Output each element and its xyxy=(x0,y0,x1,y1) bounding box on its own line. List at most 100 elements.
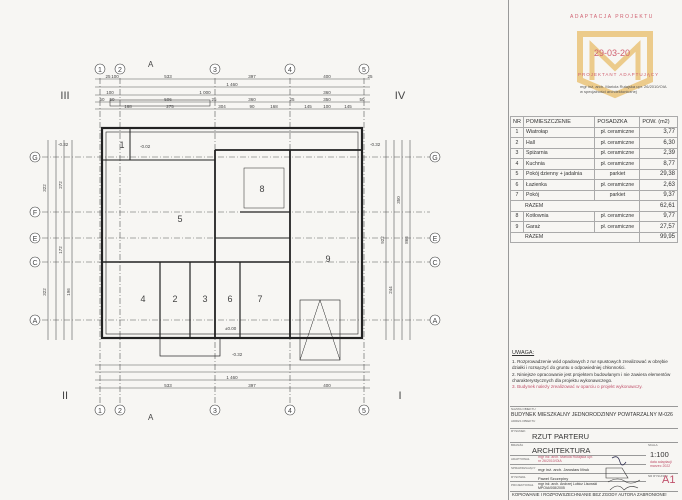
room-nr: 2 xyxy=(510,137,524,149)
room-name: Pokój dzienny + jadalnia xyxy=(522,168,596,180)
label: NAZWA OBIEKTU xyxy=(511,407,536,411)
room-floor: pł. ceramiczne xyxy=(594,210,641,222)
dimension: 50 xyxy=(359,97,365,102)
room-name: Kotłownia xyxy=(522,210,596,222)
table-row-total: RAZEM 99,95 xyxy=(509,231,678,243)
room-area: 9,37 xyxy=(639,189,678,201)
title-block: NAZWA OBIEKTU BUDYNEK MIESZKALNY JEDNORO… xyxy=(510,406,678,498)
adapted-by: mgr inż. arch. Mariola Rutajska upr. nr … xyxy=(538,455,594,463)
room-name: Łazienka xyxy=(522,179,596,191)
axis-label: A xyxy=(33,318,38,325)
axis-label: 4 xyxy=(288,408,292,415)
label: RYSOWAŁ xyxy=(511,475,526,479)
axis-label: 2 xyxy=(118,408,122,415)
side-label: I xyxy=(398,390,401,402)
room-area: 3,77 xyxy=(639,126,678,138)
axis-label: 1 xyxy=(98,408,102,415)
room-number: 8 xyxy=(259,184,264,194)
dimension: 168 xyxy=(124,104,132,109)
axis-label: 4 xyxy=(288,67,292,74)
room-floor: pł. ceramiczne xyxy=(594,137,641,149)
room-area: 2,63 xyxy=(639,179,678,191)
room-nr: 4 xyxy=(510,158,524,170)
dimension: 145 xyxy=(344,104,352,109)
axis-label: E xyxy=(33,236,38,243)
section-mark: A xyxy=(148,413,154,422)
dimension: 350 xyxy=(396,196,401,204)
level-mark: -0.02 xyxy=(140,144,151,149)
room-number: 7 xyxy=(257,294,262,304)
sheet-number: A1 xyxy=(662,474,676,486)
label: BRANŻA xyxy=(511,443,524,447)
room-area: 29,38 xyxy=(639,168,678,180)
dimension: 397 xyxy=(248,383,256,388)
dimension: 25 xyxy=(105,74,111,79)
adaptation-date: marzec 2022 xyxy=(650,464,671,468)
stamp-title: ADAPTACJA PROJEKTU xyxy=(570,14,654,20)
label: SKALA xyxy=(648,443,658,447)
axis-label: C xyxy=(32,260,37,267)
branch: ARCHITEKTURA xyxy=(532,446,591,455)
object-name: BUDYNEK MIESZKALNY JEDNORODZINNY POWTARZ… xyxy=(511,412,673,418)
copyright-footer: KOPIOWANIE I ROZPOWSZECHNIANIE BEZ ZGODY… xyxy=(512,492,667,497)
mh-logo-icon xyxy=(577,31,653,99)
room-number: 4 xyxy=(140,294,145,304)
dimension: 304 xyxy=(218,104,226,109)
checker: mgr inż. arch. Jarosław Mruk xyxy=(538,467,590,472)
level-mark: -0.32 xyxy=(232,352,243,357)
header-cell: NR xyxy=(510,116,524,128)
level-mark: -0.32 xyxy=(370,142,381,147)
floor-plan: 1 2 3 4 5 1 2 3 4 5 G F E C A G E C A II… xyxy=(29,60,441,422)
dimension: 533 xyxy=(164,383,172,388)
dimension: 50 xyxy=(99,97,105,102)
axis-label: 5 xyxy=(362,408,366,415)
room-nr: 3 xyxy=(510,147,524,159)
room-name: Wiatrołap xyxy=(522,126,596,138)
label: data adaptacji xyxy=(650,460,672,464)
room-nr: 6 xyxy=(510,179,524,191)
room-nr: 9 xyxy=(510,221,524,233)
room-number: 5 xyxy=(177,214,182,224)
dimension: 25 xyxy=(211,97,217,102)
label: RYSUNEK xyxy=(511,429,526,433)
dimension: 100 xyxy=(323,104,331,109)
room-number: 6 xyxy=(227,294,232,304)
dimension: 866 xyxy=(404,236,409,244)
drawing-title: RZUT PARTERU xyxy=(532,432,590,441)
signatures-icon xyxy=(605,456,641,491)
label: PROJEKTOWAŁ xyxy=(511,483,534,487)
designer: mgr inż. arch. Andrzej Lubicz Lisowski M… xyxy=(538,482,598,490)
dimension: 145 xyxy=(304,104,312,109)
notes: UWAGA: 1. Rozprowadzenie wód opadowych z… xyxy=(512,350,678,390)
notes-heading: UWAGA: xyxy=(512,350,535,356)
room-name: Garaż xyxy=(522,221,596,233)
axis-label: E xyxy=(433,236,438,243)
axis-label: 1 xyxy=(98,67,102,74)
room-name: Spiżarnia xyxy=(522,147,596,159)
room-area: 27,57 xyxy=(639,221,678,233)
dimension: 168 xyxy=(270,104,278,109)
dimension: 172 xyxy=(58,246,63,254)
total-value: 62,61 xyxy=(639,200,678,212)
scale: 1:100 xyxy=(650,450,669,459)
dimension: 1 000 xyxy=(199,90,211,95)
level-mark: -0.32 xyxy=(58,142,69,147)
room-floor: pł. ceramiczne xyxy=(594,126,641,138)
note-item-red: 3. Budynek należy zrealizować w oparciu … xyxy=(512,384,643,390)
header-cell: POSADZKA xyxy=(594,116,641,128)
room-floor: parkiet xyxy=(594,168,641,180)
axis-label: 3 xyxy=(213,408,217,415)
axis-label: 3 xyxy=(213,67,217,74)
header-cell: POW. (m2) xyxy=(639,116,678,128)
dimension: 506 xyxy=(164,97,172,102)
label: SPRAWDZAJĄCY xyxy=(511,466,536,470)
dimension: 25 xyxy=(367,74,373,79)
level-mark: ±0.00 xyxy=(225,326,237,331)
axis-label: C xyxy=(432,260,437,267)
dimension: 1 460 xyxy=(226,82,238,87)
total-label: RAZEM xyxy=(509,200,641,212)
